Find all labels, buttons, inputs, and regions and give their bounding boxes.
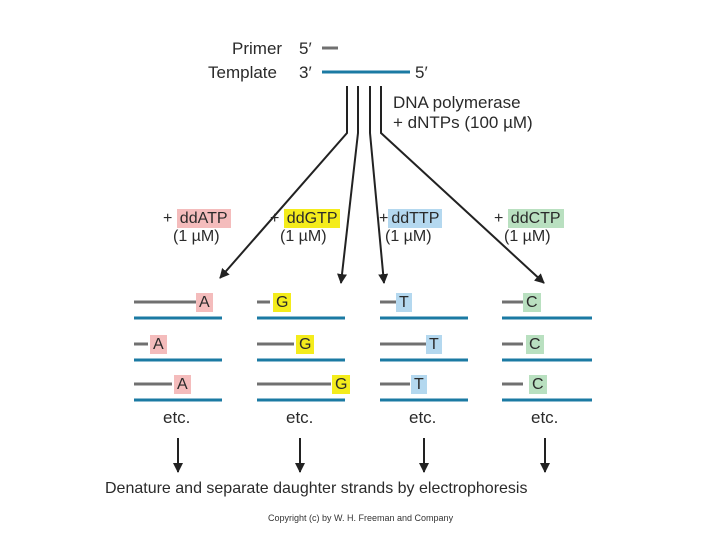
- copyright-notice: Copyright (c) by W. H. Freeman and Compa…: [268, 513, 454, 523]
- plus-sign: +: [494, 210, 504, 227]
- base-C: C: [523, 293, 541, 312]
- arrow-to-ddTTP: [369, 86, 389, 284]
- ddCTP-label: ddCTP: [507, 209, 564, 228]
- primer-label: Primer: [232, 39, 283, 58]
- ddATP-label: ddATP: [176, 209, 231, 228]
- reaction-header-ddATP: + ddATP (1 µM): [163, 209, 231, 246]
- base-T: T: [396, 293, 412, 312]
- etc-label: etc.: [286, 408, 314, 427]
- etc-label: etc.: [163, 408, 191, 427]
- base-C: C: [526, 335, 544, 354]
- plus-sign: +: [163, 210, 173, 227]
- etc-label: etc.: [531, 408, 559, 427]
- etc-label: etc.: [409, 408, 437, 427]
- plus-sign: +: [270, 210, 280, 227]
- primer-5-end: 5′: [299, 39, 312, 58]
- concentration-label: (1 µM): [280, 228, 327, 245]
- base-G: G: [273, 293, 292, 312]
- base-A: A: [196, 293, 213, 312]
- electrophoresis-caption: Denature and separate daughter strands b…: [105, 480, 528, 497]
- concentration-label: (1 µM): [504, 228, 551, 245]
- base-G: G: [296, 335, 315, 354]
- polymerase-label: DNA polymerase: [393, 93, 521, 112]
- concentration-label: (1 µM): [173, 228, 220, 245]
- reaction-header-ddGTP: + ddGTP (1 µM): [270, 209, 341, 246]
- base-A: A: [174, 375, 191, 394]
- arrow-to-ddGTP: [337, 86, 359, 284]
- base-T: T: [411, 375, 427, 394]
- template-label: Template: [208, 63, 277, 82]
- dntp-label: + dNTPs (100 µM): [393, 113, 533, 132]
- plus-sign: +: [379, 210, 389, 227]
- template-3-end: 3′: [299, 63, 312, 82]
- base-C: C: [529, 375, 547, 394]
- reaction-header-ddTTP: +ddTTP (1 µM): [379, 209, 443, 246]
- base-A: A: [150, 335, 167, 354]
- base-G: G: [332, 375, 351, 394]
- arrow-to-ddATP: [219, 86, 348, 279]
- ddTTP-label: ddTTP: [388, 209, 443, 228]
- reaction-header-ddCTP: + ddCTP (1 µM): [494, 209, 564, 246]
- template-5-end: 5′: [415, 63, 428, 82]
- concentration-label: (1 µM): [385, 228, 432, 245]
- base-T: T: [426, 335, 442, 354]
- ddGTP-label: ddGTP: [283, 209, 341, 228]
- arrow-to-ddCTP: [380, 86, 545, 284]
